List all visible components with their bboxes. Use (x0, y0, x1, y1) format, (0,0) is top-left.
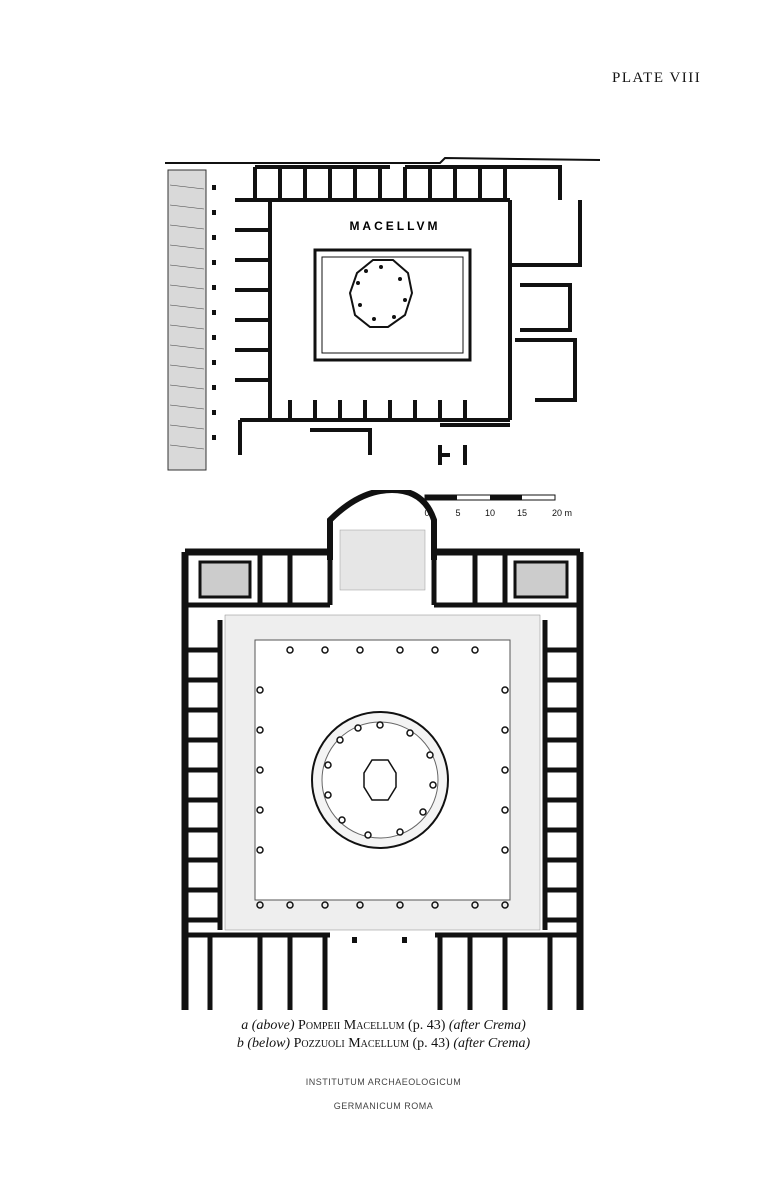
scale-bar: 0 5 10 15 20 m (424, 494, 572, 518)
caption-line-a: a (above) Pompeii Macellum (p. 43) (afte… (0, 1018, 767, 1034)
caption-a-source: (after Crema) (448, 1018, 526, 1033)
scale-label-5: 5 (455, 508, 460, 518)
institute-stamp-line2: GERMANICUM ROMA (333, 1101, 434, 1111)
scale-label-0: 0 (424, 508, 429, 518)
caption-b-prefix: b (236, 1036, 244, 1051)
pompeii-macellum-plan: MACELLVM (165, 156, 600, 471)
scale-label-10: 10 (485, 508, 495, 518)
plate-number: PLATE VIII (612, 70, 702, 86)
caption-b-site: Pozzuoli Macellum (293, 1036, 409, 1051)
scale-label-20m: 20 m (552, 508, 572, 518)
caption-a-prefix: a (241, 1018, 249, 1033)
scale-label-15: 15 (517, 508, 527, 518)
caption-a-site: Pompeii Macellum (298, 1018, 405, 1033)
macellum-title: MACELLVM (349, 219, 440, 233)
caption-b-source: (after Crema) (453, 1036, 531, 1051)
caption-line-b: b (below) Pozzuoli Macellum (p. 43) (aft… (0, 1036, 767, 1052)
institute-stamp-line1: INSTITUTUM ARCHAEOLOGICUM (305, 1077, 462, 1087)
caption-a-position: (above) (251, 1018, 295, 1033)
caption-a-page: (p. 43) (408, 1018, 446, 1033)
pozzuoli-macellum-plan: 0 5 10 15 20 m (181, 490, 584, 1010)
caption-b-page: (p. 43) (412, 1036, 450, 1051)
caption-b-position: (below) (247, 1036, 291, 1051)
